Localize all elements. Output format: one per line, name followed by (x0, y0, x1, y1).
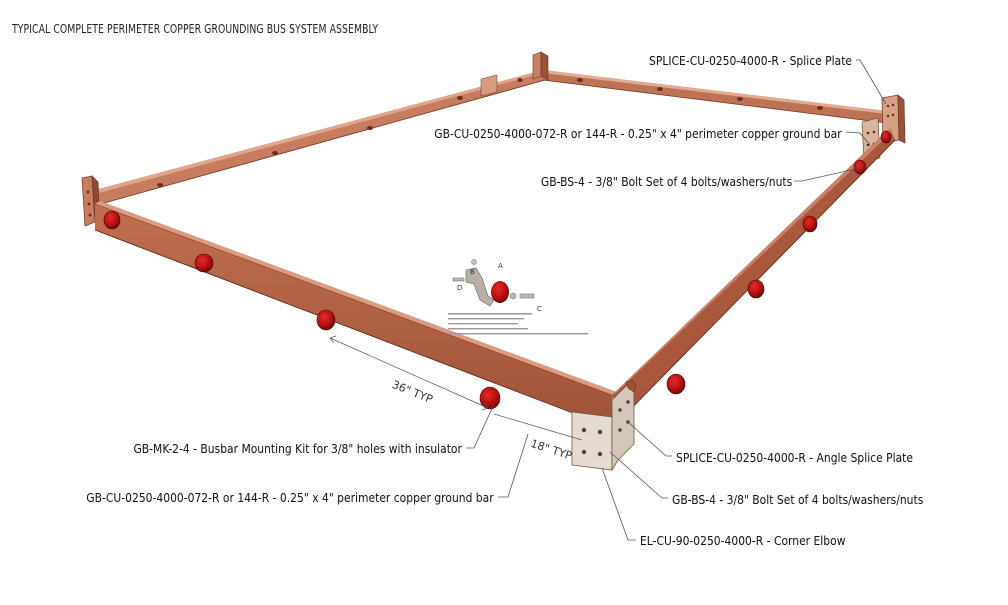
bar-front-right (612, 128, 896, 426)
mounting-kit-inset (448, 259, 588, 335)
inset-letter-b: B (470, 268, 475, 276)
angle-splice-plate-front (571, 379, 637, 472)
bar-back-left (95, 70, 546, 206)
inset-letter-d: D (457, 284, 463, 292)
corner-elbow-back (532, 51, 549, 81)
label-splice-plate: SPLICE-CU-0250-4000-R - Splice Plate (648, 53, 852, 68)
label-angle-splice: SPLICE-CU-0250-4000-R - Angle Splice Pla… (676, 450, 914, 465)
dimension-36-line (329, 335, 489, 411)
insulators-front-left (103, 210, 501, 410)
diagram-title: TYPICAL COMPLETE PERIMETER COPPER GROUND… (12, 22, 379, 36)
inset-letter-a: A (498, 262, 503, 270)
insulators-front-right (666, 130, 892, 395)
label-bolt-set-bottom: GB-BS-4 - 3/8" Bolt Set of 4 bolts/washe… (672, 492, 924, 507)
label-ground-bar-top: GB-CU-0250-4000-072-R or 144-R - 0.25" x… (434, 126, 842, 141)
dimension-18-line (493, 413, 583, 441)
inset-letter-c: C (537, 305, 542, 313)
bar-front-left (94, 201, 617, 429)
label-corner-elbow: EL-CU-90-0250-4000-R - Corner Elbow (640, 533, 846, 548)
label-ground-bar-bottom: GB-CU-0250-4000-072-R or 144-R - 0.25" x… (86, 490, 494, 505)
label-mounting-kit: GB-MK-2-4 - Busbar Mounting Kit for 3/8"… (133, 441, 462, 456)
leader-lines (466, 59, 887, 541)
bar-back-right (542, 70, 896, 125)
splice-plate-back-left (480, 74, 498, 97)
label-bolt-set-top: GB-BS-4 - 3/8" Bolt Set of 4 bolts/washe… (540, 174, 792, 189)
